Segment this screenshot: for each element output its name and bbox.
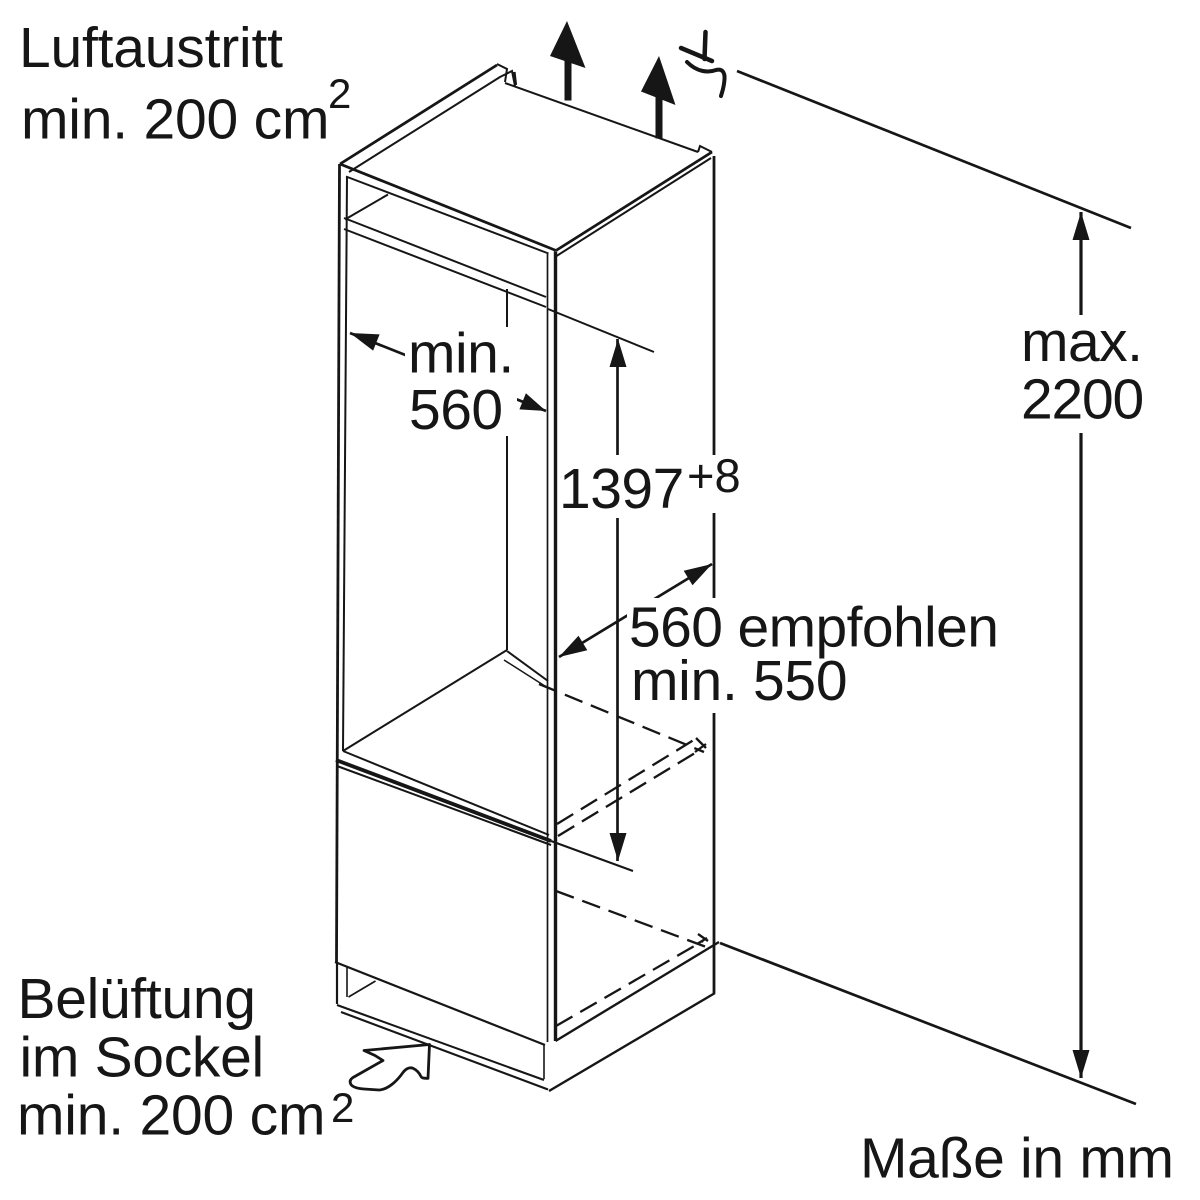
svg-text:max.: max.: [1021, 310, 1143, 374]
svg-text:2: 2: [328, 70, 350, 117]
svg-text:min. 200 cm: min. 200 cm: [17, 1084, 325, 1148]
svg-text:Belüftung: Belüftung: [18, 967, 256, 1031]
svg-text:+8: +8: [687, 449, 741, 502]
svg-text:2200: 2200: [1021, 368, 1143, 432]
svg-text:im Sockel: im Sockel: [20, 1025, 264, 1089]
svg-text:Maße in mm: Maße in mm: [860, 1126, 1174, 1190]
svg-text:min. 200 cm: min. 200 cm: [21, 88, 329, 152]
svg-text:min.: min.: [408, 322, 514, 386]
svg-text:1397: 1397: [559, 457, 684, 521]
svg-text:560 empfohlen: 560 empfohlen: [629, 596, 998, 660]
svg-text:2: 2: [331, 1084, 353, 1131]
svg-text:min. 550: min. 550: [631, 649, 847, 713]
svg-text:560: 560: [409, 378, 503, 442]
svg-text:Luftaustritt: Luftaustritt: [19, 16, 283, 80]
